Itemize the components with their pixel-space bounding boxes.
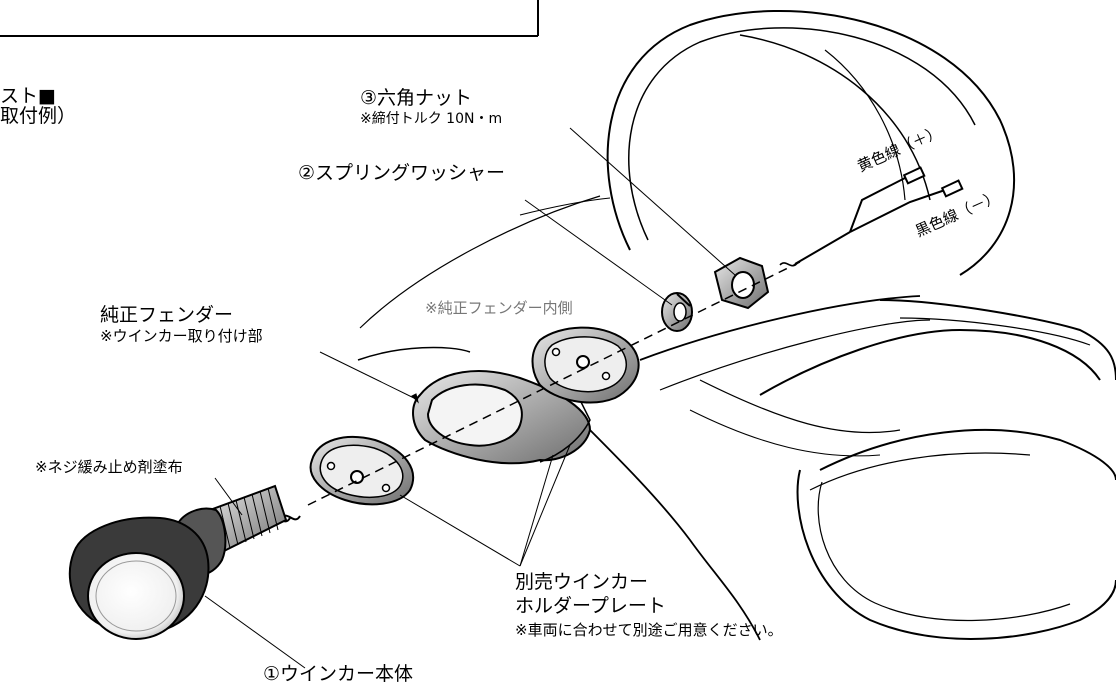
spring-washer-label: ②スプリングワッシャー xyxy=(298,162,506,184)
hex-nut-label: ③六角ナット xyxy=(360,87,473,109)
fender-label: 純正フェンダー xyxy=(100,304,234,326)
inner-fender-note: ※純正フェンダー内側 xyxy=(425,299,573,317)
fender-body xyxy=(357,195,931,641)
axis-line xyxy=(307,261,801,506)
header-subtitle-fragment: 取付例） xyxy=(0,105,77,127)
holder-plate-label-line1: 別売ウインカー xyxy=(515,571,649,593)
seat-body xyxy=(689,299,1116,640)
holder-plate-note: ※車両に合わせて別途ご用意ください。 xyxy=(515,621,783,639)
torque-note: ※締付トルク 10N・m xyxy=(360,111,503,127)
hex-nut xyxy=(713,256,770,310)
leader-lines xyxy=(204,127,736,669)
wires xyxy=(271,166,964,523)
winker-body-label: ①ウインカー本体 xyxy=(263,663,414,685)
fender-note: ※ウインカー取り付け部 xyxy=(100,327,263,345)
winker-body xyxy=(68,484,288,640)
outer-holder-plate xyxy=(309,435,415,506)
thread-lock-note: ※ネジ緩み止め剤塗布 xyxy=(35,458,183,476)
header-title-fragment: スト■ xyxy=(0,85,56,107)
spring-washer xyxy=(661,292,693,332)
holder-plate-label-line2: ホルダープレート xyxy=(515,595,666,617)
header-frame xyxy=(0,0,539,37)
inner-holder-plate xyxy=(531,326,640,404)
fender-mount xyxy=(412,359,592,465)
rear-lamp-outline xyxy=(606,10,1015,276)
